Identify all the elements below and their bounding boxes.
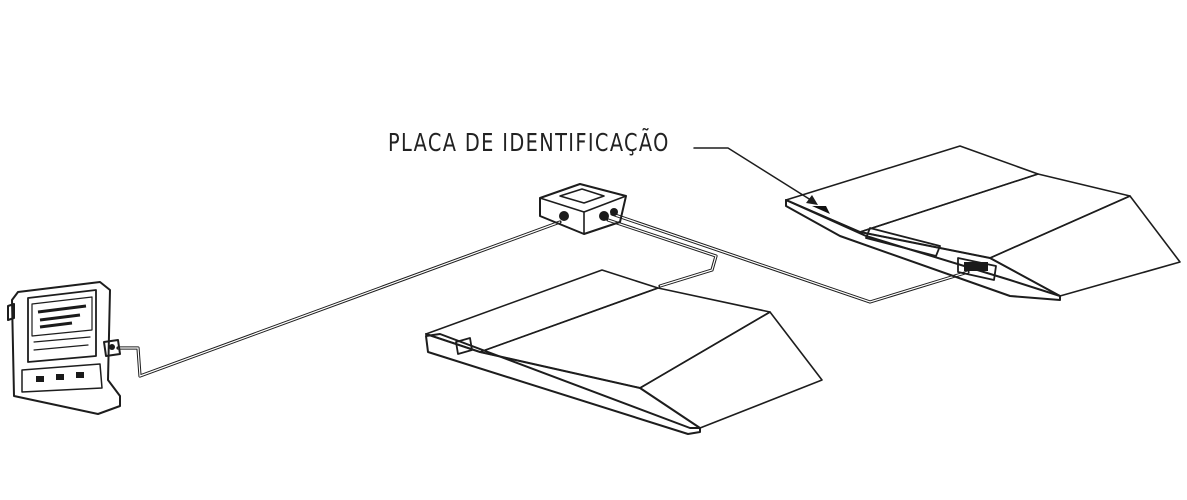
cable-indicator-to-junction xyxy=(116,220,562,378)
nameplate-leader-line xyxy=(693,147,818,205)
weighing-indicator-icon xyxy=(7,281,121,415)
nameplate-label: PLACA DE IDENTIFICAÇÃO xyxy=(388,128,670,157)
cable-junction-to-right-platform xyxy=(610,212,970,304)
junction-box-icon xyxy=(539,183,627,235)
weighing-platform-icon xyxy=(425,269,823,435)
cable-junction-to-left-platform xyxy=(606,218,718,288)
weighing-platform-icon xyxy=(785,145,1181,301)
